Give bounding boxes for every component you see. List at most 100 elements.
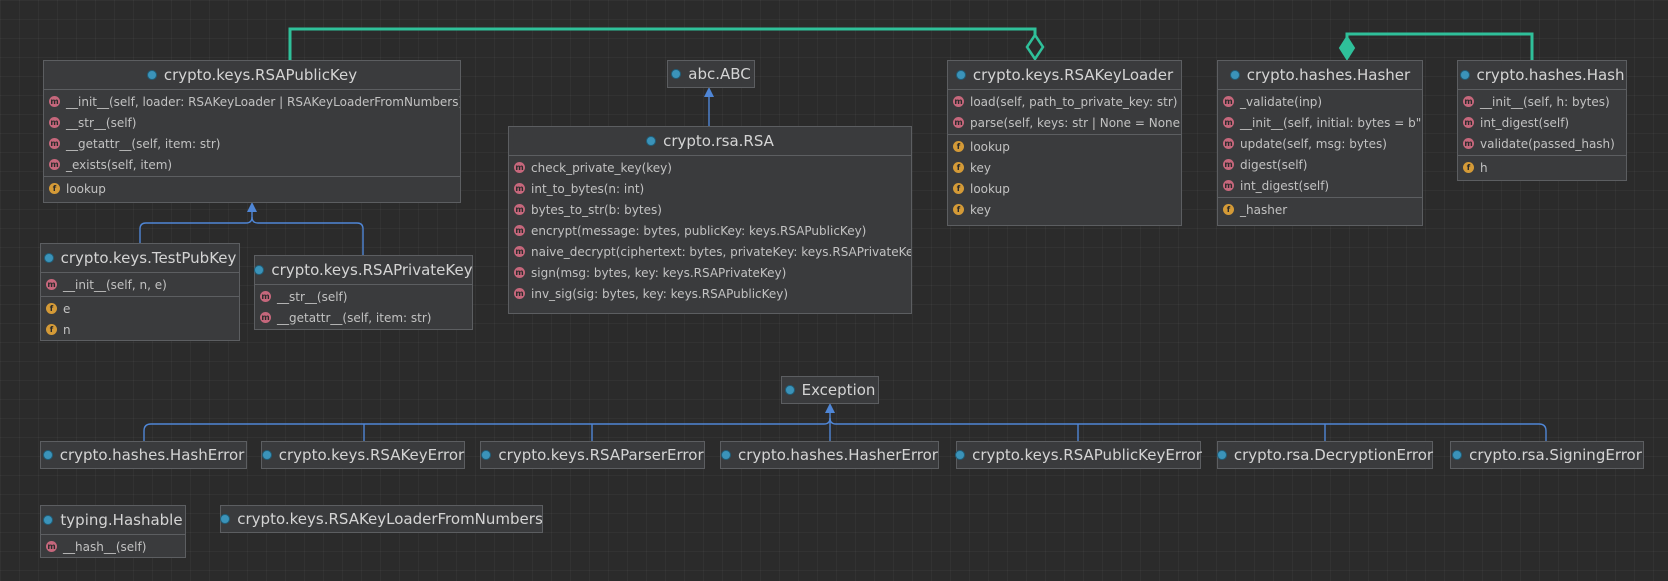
edge-hasherror-to-exception	[143, 406, 831, 441]
class-rsa-parser-error[interactable]: crypto.keys.RSAParserError	[480, 441, 705, 469]
class-header: crypto.keys.RSAPrivateKey	[254, 256, 473, 284]
method-icon: m	[514, 183, 525, 194]
class-icon	[220, 514, 231, 524]
class-decryption-error[interactable]: crypto.rsa.DecryptionError	[1216, 441, 1433, 469]
class-name: crypto.rsa.SigningError	[1469, 446, 1642, 464]
method-signature: __init__(self, loader: RSAKeyLoader | RS…	[66, 94, 460, 109]
method-row[interactable]: m__init__(self, initial: bytes = b"")	[1218, 112, 1422, 133]
class-name: crypto.keys.RSAPublicKey	[163, 66, 358, 84]
method-row[interactable]: m__init__(self, n, e)	[41, 274, 239, 295]
class-rsa-key-error[interactable]: crypto.keys.RSAKeyError	[261, 441, 465, 469]
class-icon	[784, 385, 795, 395]
field-row[interactable]: f_hasher	[1218, 199, 1422, 220]
class-icon	[254, 265, 265, 275]
class-test-pub-key[interactable]: crypto.keys.TestPubKey m__init__(self, n…	[40, 243, 240, 341]
methods-section: m__init__(self, n, e)	[41, 272, 239, 296]
class-signing-error[interactable]: crypto.rsa.SigningError	[1450, 441, 1644, 469]
method-signature: __init__(self, initial: bytes = b"")	[1240, 115, 1422, 130]
field-name: _hasher	[1240, 202, 1288, 217]
class-hash[interactable]: crypto.hashes.Hash m__init__(self, h: by…	[1457, 60, 1627, 181]
class-icon	[955, 70, 966, 80]
class-icon	[1452, 450, 1463, 460]
method-icon: m	[953, 117, 964, 128]
field-name: e	[63, 301, 71, 316]
field-icon: f	[46, 324, 57, 335]
method-icon: m	[1223, 138, 1234, 149]
method-signature: load(self, path_to_private_key: str)	[970, 94, 1178, 109]
method-icon: m	[514, 225, 525, 236]
class-name: crypto.keys.RSAKeyError	[278, 446, 465, 464]
class-icon	[671, 69, 682, 79]
edge-rsapublickey-to-rsakeyloader	[288, 27, 1037, 60]
method-row[interactable]: m update(self, msg: bytes)	[1218, 133, 1422, 154]
method-icon: m	[514, 246, 525, 257]
method-icon: m	[514, 204, 525, 215]
method-row[interactable]: m__init__(self, loader: RSAKeyLoader | R…	[44, 91, 460, 112]
class-hashable[interactable]: typing.Hashable m__hash__(self)	[40, 505, 186, 558]
method-signature: int_digest(self)	[1480, 115, 1570, 130]
method-signature: __getattr__(self, item: str)	[66, 136, 221, 151]
method-row[interactable]: m naive_decrypt(ciphertext: bytes, privat…	[509, 241, 911, 262]
method-signature: check_private_key(key)	[531, 160, 672, 175]
class-hasher-error[interactable]: crypto.hashes.HasherError	[720, 441, 939, 469]
class-rsa-public-key-error[interactable]: crypto.keys.RSAPublicKeyError	[955, 441, 1202, 469]
method-icon: m	[1463, 117, 1474, 128]
class-rsa-private-key[interactable]: crypto.keys.RSAPrivateKey m__str__(self)…	[254, 255, 473, 330]
class-hasher[interactable]: crypto.hashes.Hasher m_validate(inp) m__…	[1217, 60, 1423, 226]
field-name: lookup	[970, 181, 1010, 196]
class-abc[interactable]: abc.ABC	[667, 60, 755, 88]
method-row[interactable]: m__init__(self, h: bytes)	[1458, 91, 1626, 112]
class-name: crypto.keys.RSAKeyLoader	[972, 66, 1174, 84]
method-row[interactable]: m__getattr__(self, item: str)	[255, 307, 472, 328]
class-header: abc.ABC	[668, 61, 754, 87]
arrowhead-abc	[704, 87, 714, 97]
class-header: crypto.keys.TestPubKey	[41, 244, 239, 272]
class-header: Exception	[782, 377, 878, 403]
method-row[interactable]: m__getattr__(self, item: str)	[44, 133, 460, 154]
class-rsa-key-loader-from-numbers[interactable]: crypto.keys.RSAKeyLoaderFromNumbers	[220, 505, 543, 533]
method-signature: naive_decrypt(ciphertext: bytes, private…	[531, 244, 911, 259]
class-rsa-public-key[interactable]: crypto.keys.RSAPublicKey m__init__(self,…	[43, 60, 461, 203]
method-row[interactable]: m_exists(self, item)	[44, 154, 460, 175]
field-name: key	[970, 160, 992, 175]
method-row[interactable]: m__str__(self)	[255, 286, 472, 307]
class-name: crypto.hashes.HasherError	[738, 446, 938, 464]
class-hash-error[interactable]: crypto.hashes.HashError	[40, 441, 247, 469]
field-icon: f	[953, 141, 964, 152]
class-exception[interactable]: Exception	[781, 376, 879, 404]
method-signature: __str__(self)	[277, 289, 348, 304]
field-name: lookup	[66, 181, 106, 196]
field-name: key	[970, 202, 992, 217]
method-row[interactable]: m_validate(inp)	[1218, 91, 1422, 112]
class-name: crypto.keys.RSAPublicKeyError	[972, 446, 1202, 464]
edge-testpubkey-to-rsapublickey	[139, 205, 253, 243]
method-icon: m	[49, 117, 60, 128]
method-signature: update(self, msg: bytes)	[1240, 136, 1387, 151]
method-row[interactable]: m int_digest(self)	[1458, 112, 1626, 133]
method-row[interactable]: m__str__(self)	[44, 112, 460, 133]
method-row[interactable]: m__hash__(self)	[41, 536, 185, 557]
